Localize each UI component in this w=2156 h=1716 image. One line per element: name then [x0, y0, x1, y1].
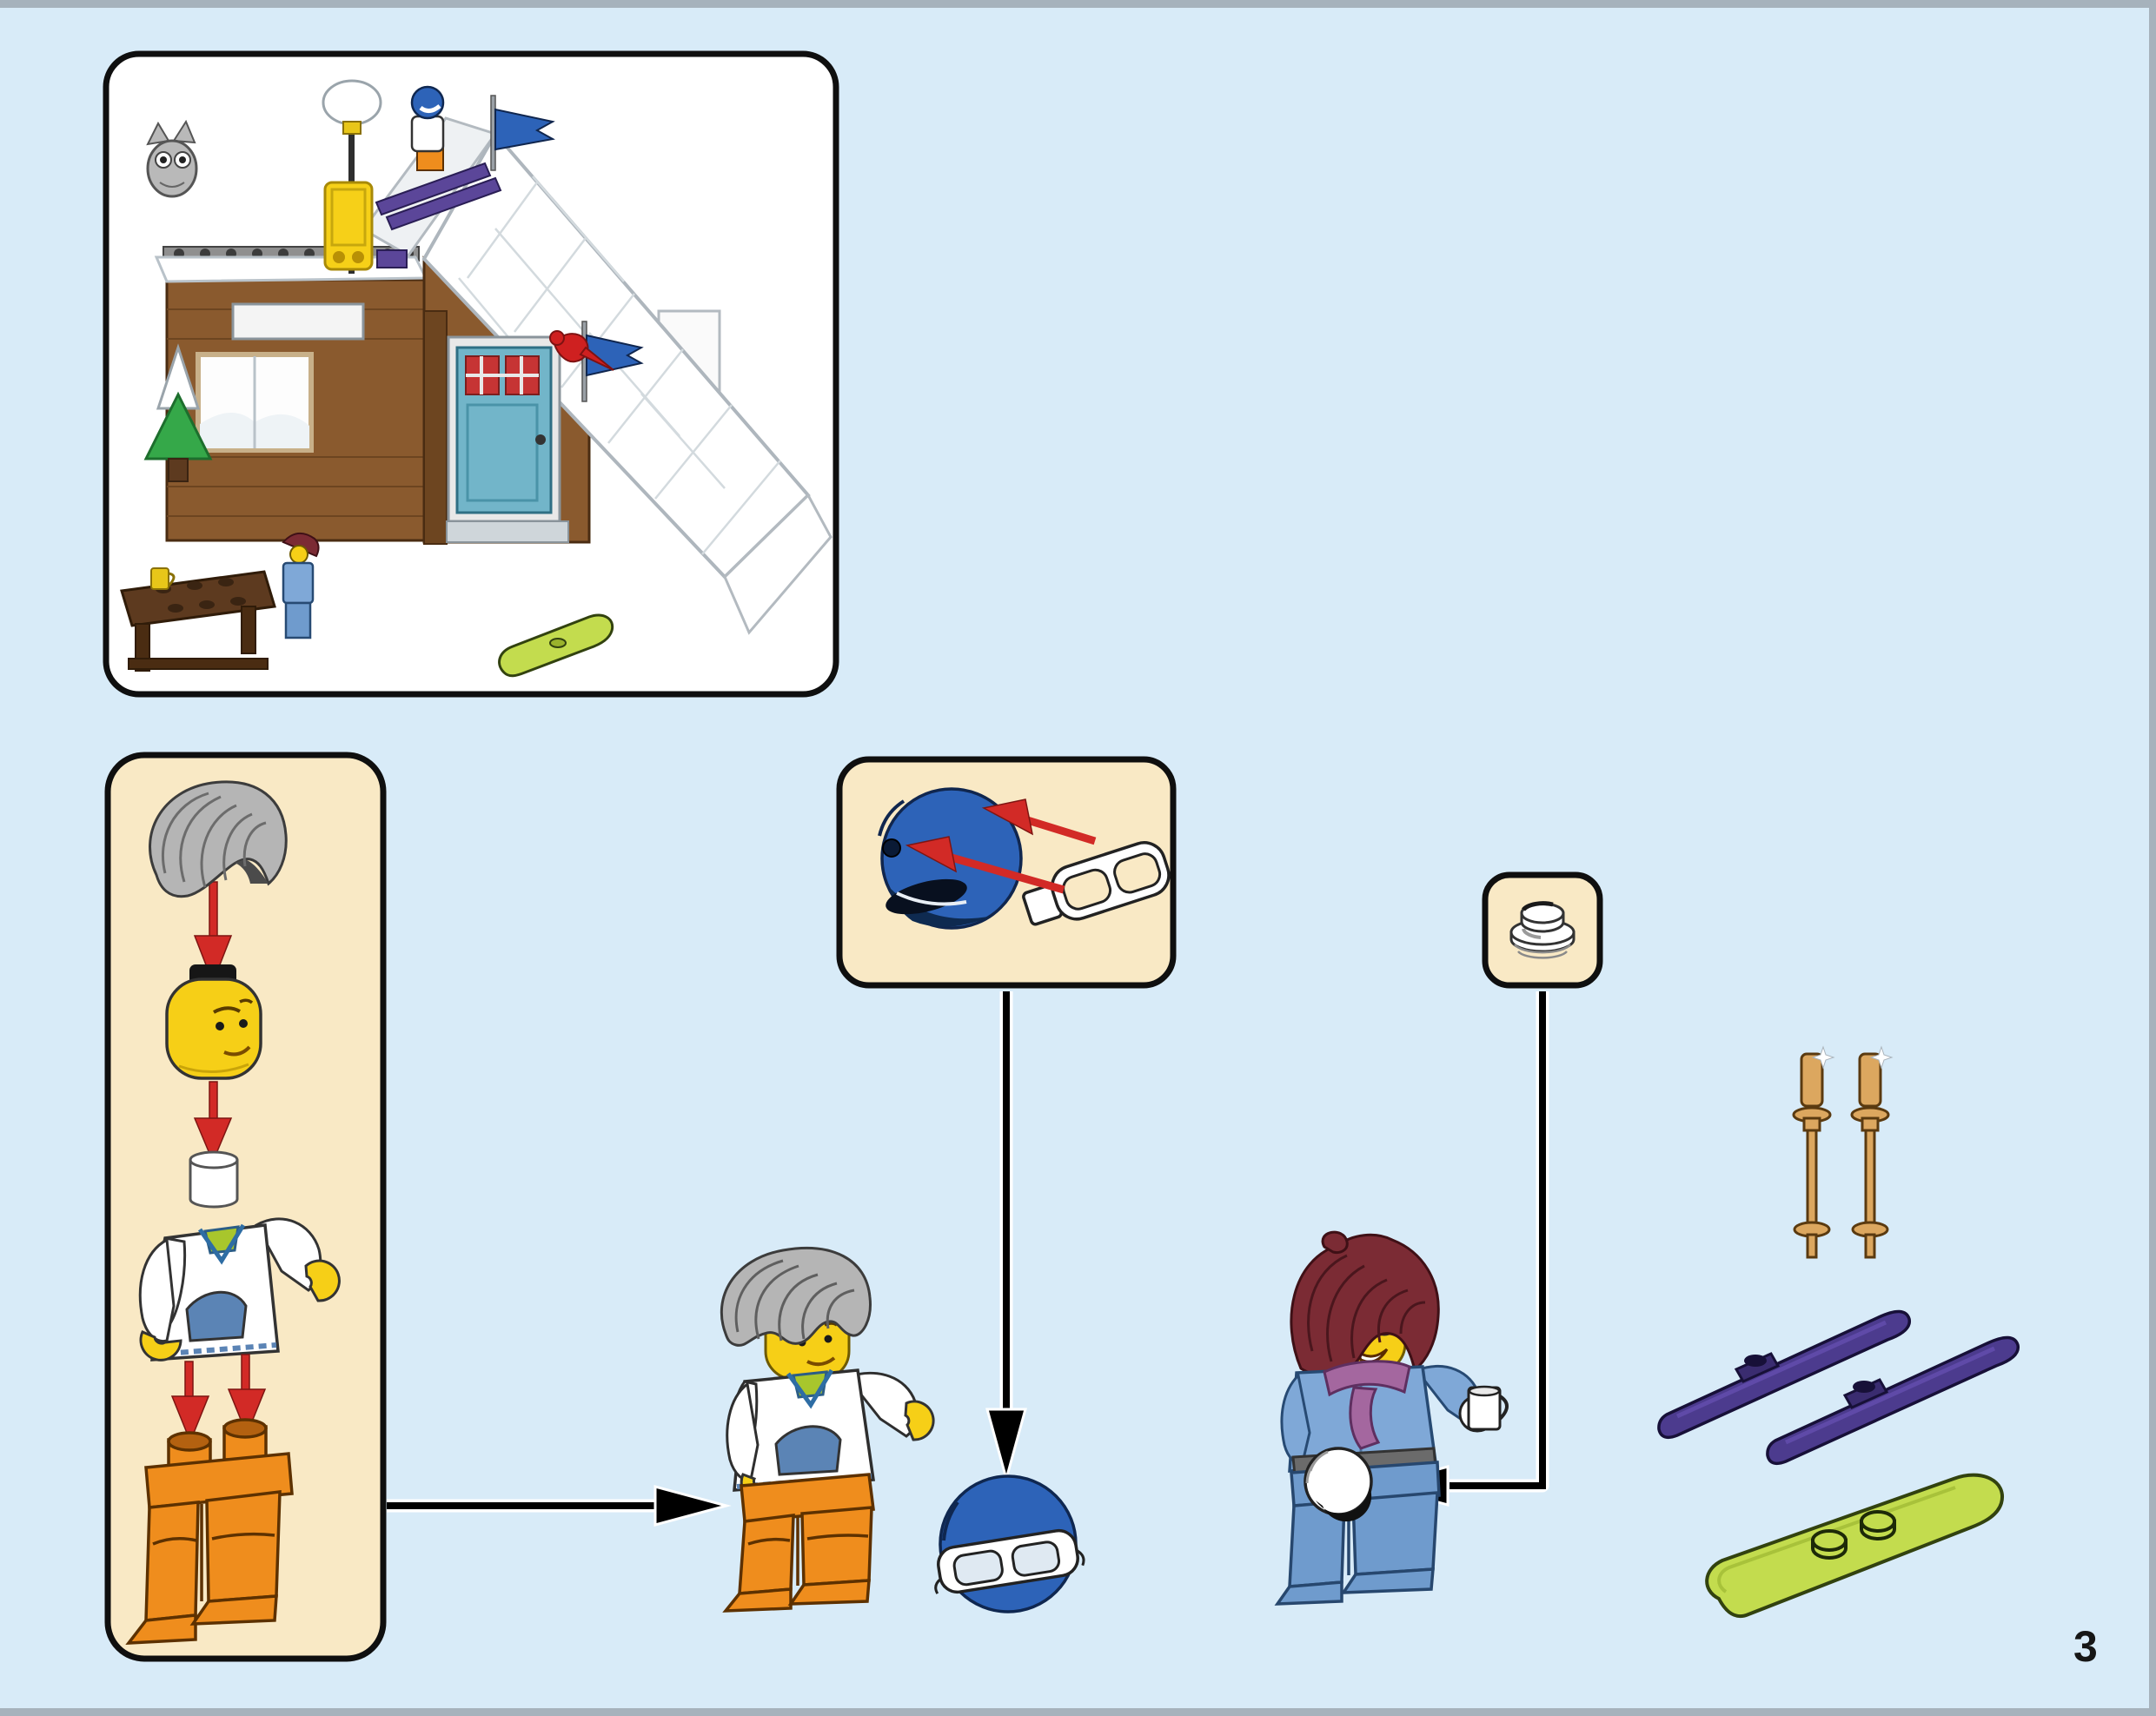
- woman-hair: [1290, 1230, 1440, 1377]
- assembly-box-border: [104, 752, 387, 1662]
- minifigure-assembly-illustration: [104, 752, 387, 1662]
- assembly-arrow-3: [170, 1354, 267, 1444]
- boy-torso: [726, 1368, 935, 1503]
- assembly-arrow-2: [193, 1081, 233, 1163]
- snowy-tree: [143, 343, 213, 482]
- chalet-door: [423, 310, 569, 545]
- preview-snowboard: [498, 613, 614, 678]
- round-plate-box: [1482, 871, 1603, 989]
- snowboard: [1695, 1460, 2029, 1646]
- round-plate-illustration: [1482, 871, 1603, 989]
- hair-piece: [149, 780, 288, 898]
- boy-minifigure-svg: [720, 1246, 935, 1613]
- torso-piece: [138, 1150, 341, 1362]
- snowboard-deck: [1705, 1473, 2005, 1619]
- page-edge-right: [2149, 0, 2156, 1716]
- rooftop-skier: [375, 85, 502, 231]
- ski-poles: [1773, 1038, 1903, 1273]
- ski-poles-svg: [1792, 1045, 1894, 1259]
- blue-flags: [490, 95, 644, 402]
- skis: [1651, 1286, 2038, 1466]
- round-plate-piece: [1509, 901, 1576, 959]
- mug-icon: [150, 567, 169, 590]
- head-piece: [165, 964, 262, 1080]
- page-number: 3: [2073, 1622, 2098, 1671]
- goggles-on-helmet: [934, 1528, 1085, 1594]
- yellow-panel: [323, 181, 408, 271]
- ski-pole: [1792, 1052, 1832, 1259]
- woman-scarf: [1323, 1360, 1411, 1450]
- legs-piece: [125, 1418, 294, 1645]
- ski: [1766, 1335, 2020, 1466]
- skis-svg: [1657, 1309, 2020, 1466]
- snowboard-svg: [1705, 1473, 2005, 1619]
- boy-right-hand: [904, 1400, 935, 1441]
- page-edge-top: [0, 0, 2156, 8]
- mini-figure: [282, 533, 320, 639]
- ski-pole: [1850, 1052, 1890, 1259]
- woman-minifigure: [1270, 1229, 1522, 1612]
- red-bird: [549, 330, 614, 371]
- woman-minifigure-svg: [1274, 1230, 1509, 1606]
- picnic-table: [120, 567, 276, 672]
- ski-chalet-illustration: [103, 50, 839, 698]
- goggles-to-helmet-arrows: [905, 798, 1097, 894]
- arrow-to-helmet: [985, 991, 1027, 1484]
- boy-hair: [720, 1246, 872, 1347]
- page-edge-bottom: [0, 1708, 2156, 1716]
- minifigure-assembly-box: [104, 752, 387, 1662]
- chalet-left-building: [154, 246, 428, 542]
- ski: [1657, 1309, 1912, 1440]
- owl-icon: [146, 119, 198, 198]
- helmet-with-goggles-svg: [934, 1474, 1085, 1613]
- helmet-with-goggles: [928, 1471, 1089, 1619]
- held-round-plate: [1304, 1447, 1373, 1522]
- helmet-goggles-box: [836, 756, 1177, 989]
- helmet-goggles-illustration: [836, 756, 1177, 989]
- boy-minifigure: [708, 1238, 969, 1613]
- torso-hands: [139, 1259, 341, 1362]
- woman-mug: [1458, 1385, 1509, 1433]
- snowboard-studs: [1811, 1510, 1896, 1560]
- goggles-piece: [1022, 841, 1171, 926]
- sparkle-icon: [1811, 1045, 1894, 1070]
- arrow-to-boy: [387, 1485, 732, 1527]
- model-preview-box: [103, 50, 839, 698]
- boy-legs: [722, 1473, 875, 1613]
